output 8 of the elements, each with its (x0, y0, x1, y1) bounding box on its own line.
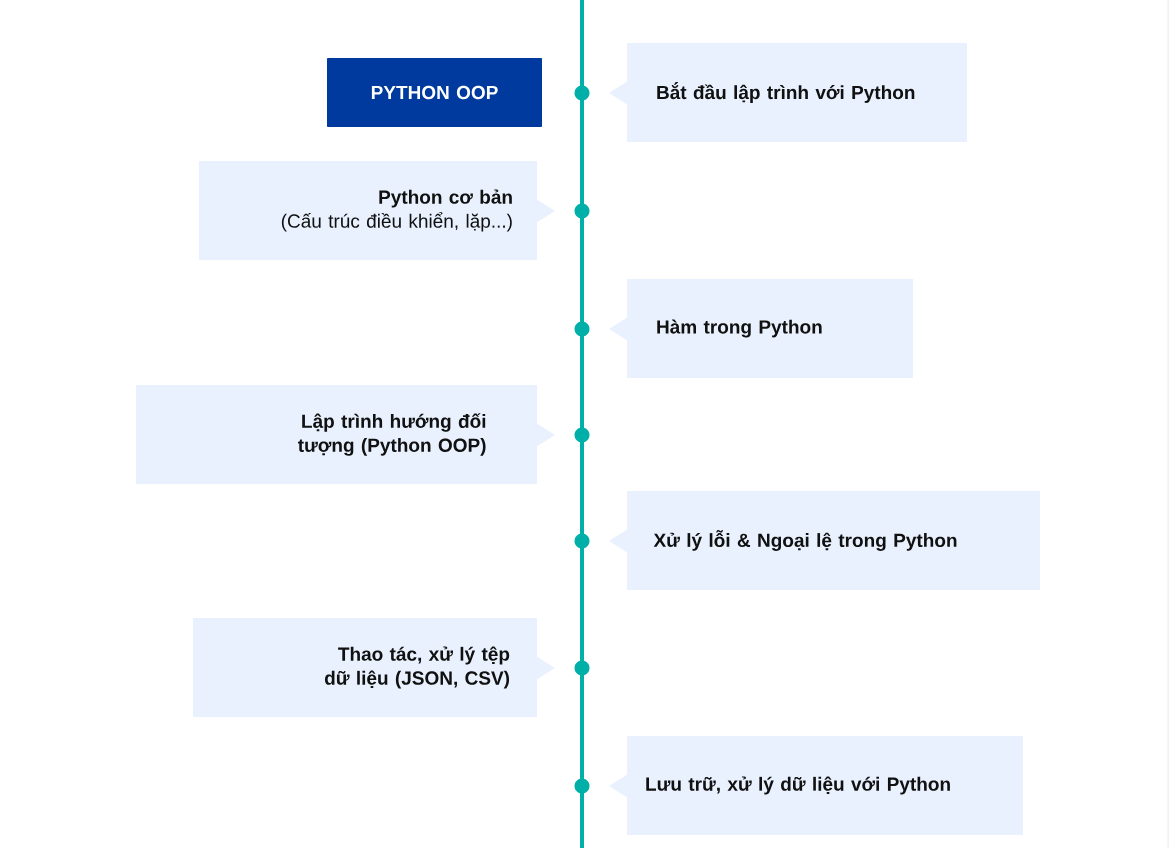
callout-box: Lưu trữ, xử lý dữ liệu với Python (609, 736, 1023, 835)
callout-box: Hàm trong Python (609, 279, 913, 378)
title-badge: PYTHON OOP (327, 58, 542, 127)
callout-box: Thao tác, xử lý tệp dữ liệu (JSON, CSV) (193, 618, 555, 717)
callout-box: Bắt đầu lập trình với Python (609, 43, 967, 142)
callout-box: Lập trình hướng đối tượng (Python OOP) (136, 385, 555, 484)
callout-box: Python cơ bản (Cấu trúc điều khiển, lặp...) (199, 161, 555, 260)
callout-box: Xử lý lỗi & Ngoại lệ trong Python (609, 491, 1040, 590)
